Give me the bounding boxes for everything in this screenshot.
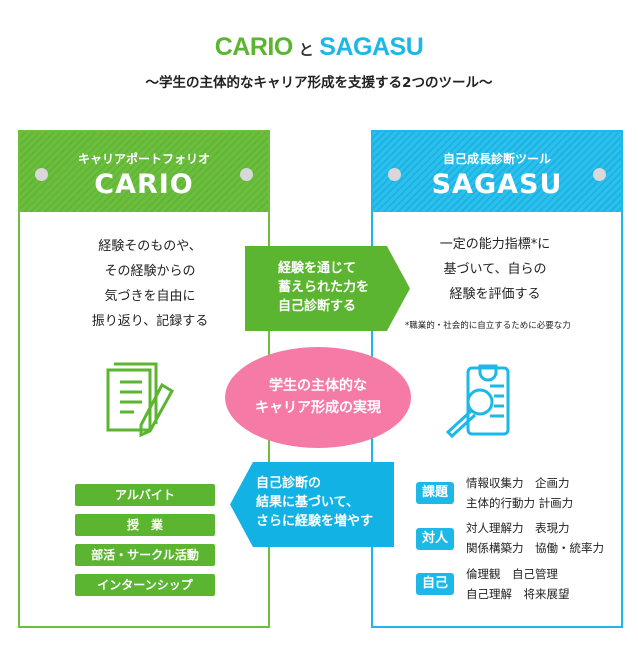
activity-button[interactable]: インターンシップ bbox=[75, 574, 215, 596]
goal-line: 学生の主体的な bbox=[269, 378, 367, 394]
skill-line: 自己理解 将来展望 bbox=[466, 587, 570, 601]
arrow-line: 自己診断の bbox=[256, 476, 322, 491]
arrow-line: 自己診断する bbox=[278, 299, 357, 314]
skill-line: 主体的行動力 計画力 bbox=[466, 496, 574, 510]
desc-line: 経験そのものや、 bbox=[98, 239, 202, 254]
pin-icon bbox=[240, 168, 253, 181]
desc-line: 気づきを自由に bbox=[104, 289, 196, 304]
pin-icon bbox=[593, 168, 606, 181]
cario-description: 経験そのものや、その経験からの気づきを自由に振り返り、記録する bbox=[60, 234, 240, 334]
category-tag: 課題 bbox=[416, 482, 454, 504]
arrow-to-cario: 自己診断の結果に基づいて、さらに経験を増やす bbox=[230, 462, 394, 547]
goal-line: キャリア形成の実現 bbox=[255, 400, 381, 416]
skill-line: 関係構築力 協働・統率力 bbox=[466, 541, 604, 555]
cario-header: キャリアポートフォリオ CARIO bbox=[20, 132, 268, 212]
skill-list: 対人理解力 表現力関係構築力 協働・統率力 bbox=[466, 518, 604, 558]
activity-button[interactable]: 授 業 bbox=[75, 514, 215, 536]
arrow-line: 経験を通じて bbox=[278, 261, 357, 276]
document-pen-icon bbox=[106, 362, 175, 438]
sagasu-header: 自己成長診断ツール SAGASU bbox=[373, 132, 621, 212]
arrow-line: 蓄えられた力を bbox=[278, 280, 370, 295]
skill-line: 対人理解力 表現力 bbox=[466, 521, 570, 535]
pin-icon bbox=[35, 168, 48, 181]
arrow-line: さらに経験を増やす bbox=[256, 514, 374, 529]
goal-ellipse: 学生の主体的なキャリア形成の実現 bbox=[225, 347, 411, 448]
skill-line: 倫理観 自己管理 bbox=[466, 567, 558, 581]
footnote: *職業的・社会的に自立するために必要な力 bbox=[405, 321, 571, 331]
desc-line: 一定の能力指標*に bbox=[439, 237, 551, 252]
sagasu-description: 一定の能力指標*に基づいて、自らの経験を評価する bbox=[400, 232, 590, 307]
pin-icon bbox=[388, 168, 401, 181]
cario-panel: キャリアポートフォリオ CARIO bbox=[18, 130, 270, 628]
sagasu-name: SAGASU bbox=[431, 169, 563, 200]
clipboard-magnifier-icon bbox=[445, 364, 510, 439]
sagasu-subtitle: 自己成長診断ツール bbox=[442, 152, 551, 166]
activity-button[interactable]: アルバイト bbox=[75, 484, 215, 506]
desc-line: 経験を評価する bbox=[449, 287, 541, 302]
skill-list: 情報収集力 企画力主体的行動力 計画力 bbox=[466, 473, 573, 513]
cario-subtitle: キャリアポートフォリオ bbox=[77, 152, 210, 166]
activity-button[interactable]: 部活・サークル活動 bbox=[75, 544, 215, 566]
cario-name: CARIO bbox=[94, 169, 194, 200]
title-sagasu: SAGASU bbox=[319, 33, 424, 61]
category-tag: 対人 bbox=[416, 528, 454, 550]
skill-list: 倫理観 自己管理自己理解 将来展望 bbox=[466, 564, 570, 604]
title-cario: CARIO bbox=[214, 33, 294, 61]
skill-line: 情報収集力 企画力 bbox=[466, 476, 570, 490]
desc-line: 基づいて、自らの bbox=[443, 262, 547, 277]
title-and: と bbox=[298, 42, 314, 59]
desc-line: その経験からの bbox=[104, 264, 196, 279]
category-tag: 自己 bbox=[416, 573, 454, 595]
desc-line: 振り返り、記録する bbox=[91, 314, 209, 329]
page-subtitle: 〜学生の主体的なキャリア形成を支援する2つのツール〜 bbox=[145, 75, 493, 91]
arrow-line: 結果に基づいて、 bbox=[256, 495, 359, 510]
arrow-to-sagasu: 経験を通じて蓄えられた力を自己診断する bbox=[245, 246, 410, 331]
